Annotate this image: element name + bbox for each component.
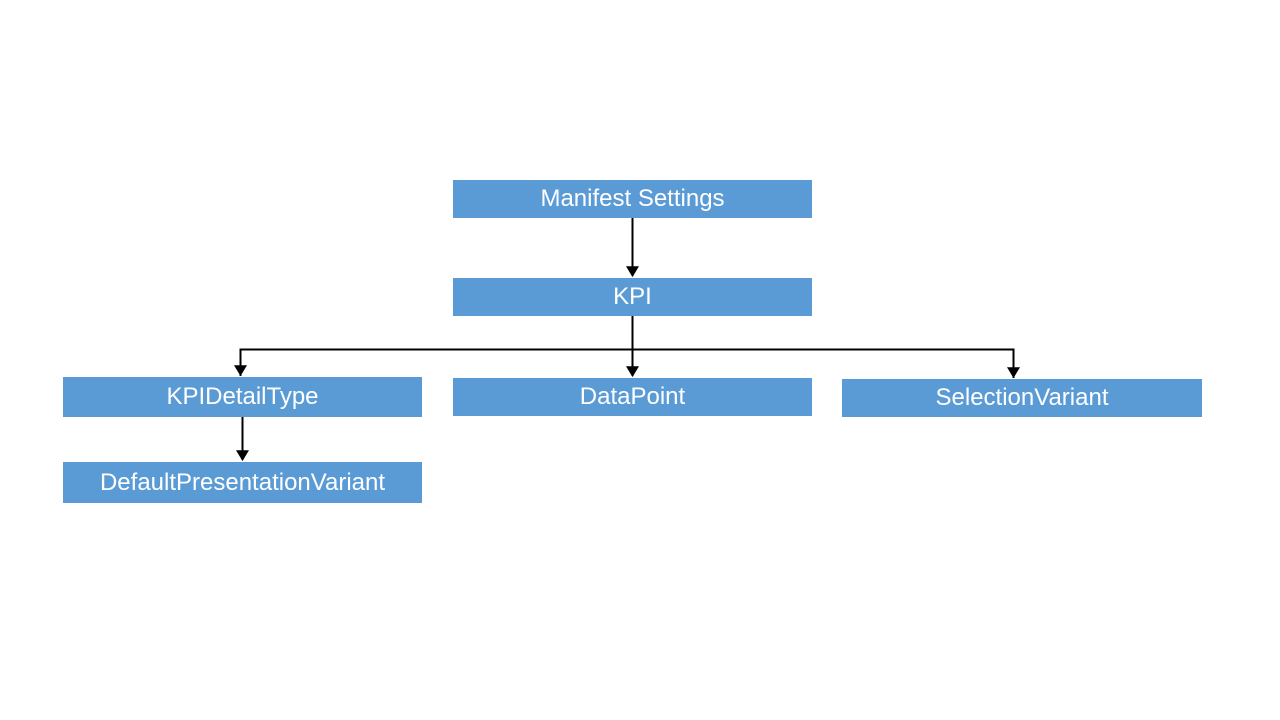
node-kpi-detail-type: KPIDetailType xyxy=(63,377,422,417)
node-kpi: KPI xyxy=(453,278,812,316)
node-manifest-settings: Manifest Settings xyxy=(453,180,812,218)
node-data-point: DataPoint xyxy=(453,378,812,416)
node-selection-variant: SelectionVariant xyxy=(842,379,1202,417)
node-default-presentation-variant: DefaultPresentationVariant xyxy=(63,462,422,503)
